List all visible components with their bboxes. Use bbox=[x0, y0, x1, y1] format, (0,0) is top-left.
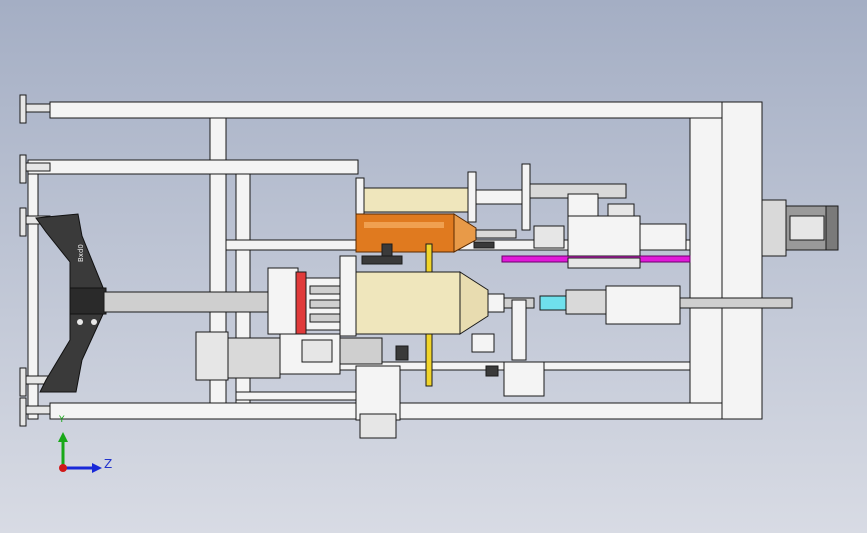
upper-inner-rail bbox=[27, 159, 359, 175]
lower-clamp-assembly bbox=[355, 299, 545, 439]
end-plate bbox=[721, 101, 763, 420]
x-axis-dot bbox=[59, 464, 67, 472]
ribbed-coupling bbox=[267, 255, 357, 337]
left-inner-post bbox=[27, 173, 39, 420]
frame-right-post bbox=[689, 117, 723, 404]
svg-text:Y: Y bbox=[58, 415, 65, 425]
bracket-stamp: Bxd0 bbox=[77, 244, 85, 262]
lower-left-motor bbox=[195, 331, 383, 381]
leveling-foot bbox=[19, 154, 51, 184]
main-cream-housing bbox=[355, 271, 535, 335]
y-bracket: Bxd0 bbox=[35, 213, 107, 393]
upper-cylinder-assembly bbox=[355, 163, 531, 231]
end-plate-motor bbox=[761, 199, 839, 257]
main-shaft bbox=[103, 291, 275, 313]
coordinate-triad: Z Y bbox=[58, 415, 112, 473]
machine-frame bbox=[27, 101, 763, 420]
orange-cylinder bbox=[355, 213, 517, 253]
frame-top-rail bbox=[49, 101, 723, 119]
lower-inner-rail bbox=[235, 391, 357, 401]
right-motor-assembly bbox=[539, 285, 793, 325]
small-brackets bbox=[361, 241, 499, 377]
upper-actuator-module bbox=[529, 183, 687, 269]
leveling-foot bbox=[19, 94, 51, 124]
z-axis-label: Z bbox=[104, 457, 112, 471]
leveling-foot bbox=[19, 397, 51, 427]
